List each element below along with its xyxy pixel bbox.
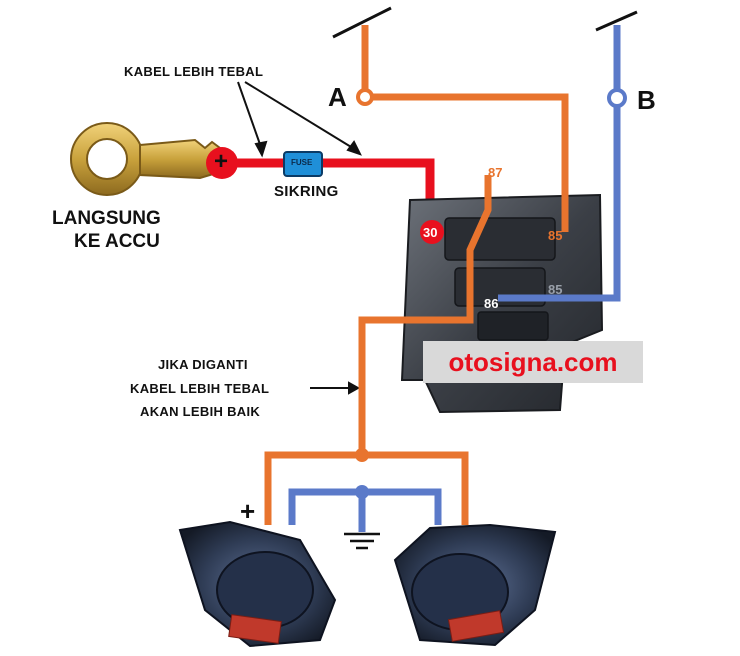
jika-label-line1: JIKA DIGANTI [158,357,248,372]
langsung-label-line2: KE ACCU [74,231,160,252]
switch-a-label: A [328,82,347,112]
ground-icon [344,532,380,550]
pointer-arrows [237,81,362,395]
fuse-icon [283,151,323,177]
plus-horn-label: + [240,496,256,526]
fuse-label: FUSE [291,158,313,167]
switch-a-icon [332,6,392,39]
plus-terminal-label: + [214,148,229,175]
langsung-label-line1: LANGSUNG [52,208,161,229]
relay-pin-86: 86 [484,296,499,311]
switch-b-node [607,88,627,108]
switch-b-label: B [637,85,656,115]
ground-junction-node [355,485,369,499]
ring-terminal-key [70,122,221,196]
switch-b-icon [595,10,638,32]
sikring-label: SIKRING [274,183,339,200]
relay-pin-85-ghost: 85 [548,282,563,297]
relay-pin-87: 87 [488,165,503,180]
switch-a-node [356,88,374,106]
pin30-dot [420,220,444,244]
horn-left-icon [178,520,337,648]
jika-label-line2: KABEL LEBIH TEBAL [130,381,270,396]
relay-pin-30: 30 [423,225,438,240]
horn-right-icon [393,523,557,647]
kabel-top-label: KABEL LEBIH TEBAL [124,64,264,79]
watermark: otosigna.com [423,341,643,383]
horn-junction-node [355,448,369,462]
relay-pin-85: 85 [548,228,563,243]
jika-label-line3: AKAN LEBIH BAIK [140,404,261,419]
